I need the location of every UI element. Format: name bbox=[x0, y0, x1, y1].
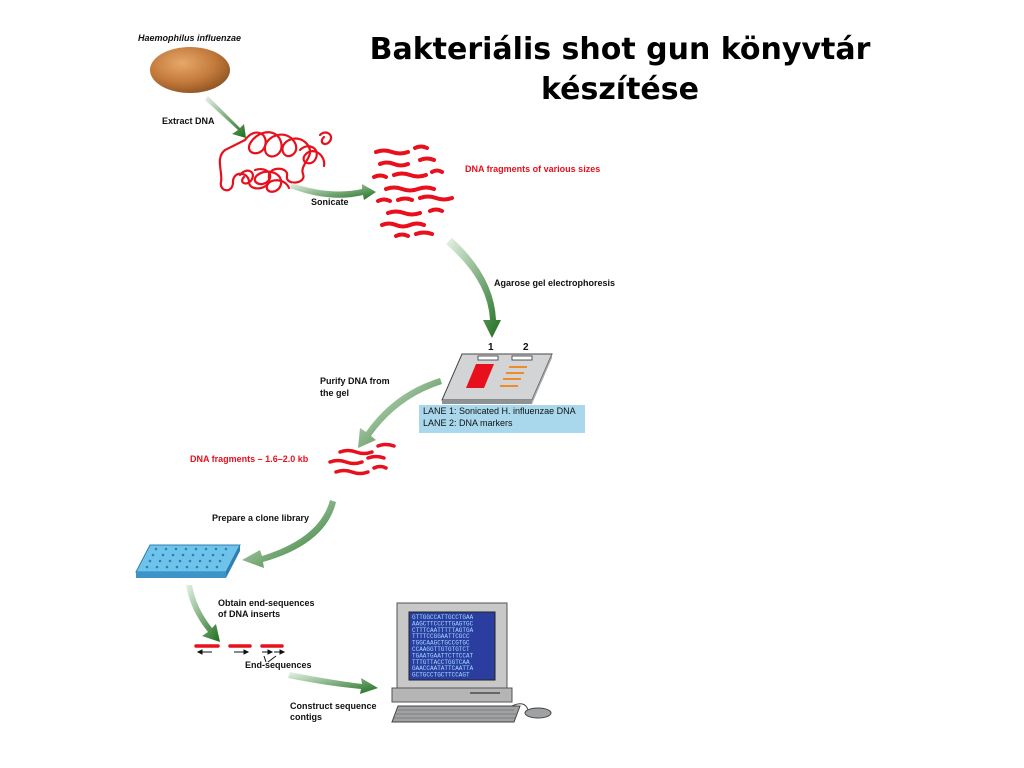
agarose-gel bbox=[441, 353, 553, 404]
title-line-2: készítése bbox=[541, 72, 699, 107]
screen-sequence-line: TTTTCCGGAATTCGCC bbox=[412, 633, 470, 640]
lane-2-legend: LANE 2: DNA markers bbox=[423, 418, 513, 428]
computer-icon bbox=[391, 602, 552, 723]
lane-number-1: 1 bbox=[488, 342, 494, 353]
screen-sequence-line: GAACCAATATTCAATTA bbox=[412, 665, 474, 672]
arrows bbox=[186, 96, 501, 694]
slide-title: Bakteriális shot gun könyvtár készítése bbox=[340, 30, 900, 110]
screen-sequence-line: GCTGCCTGCTTCCAGT bbox=[412, 672, 470, 679]
screen-sequence-text: GTTGGCCATTGCCTGAAAAGCTTCCCTTGAGTGCCTTTCA… bbox=[412, 614, 474, 679]
screen-sequence-line: TTTGTTACCTGGTCAA bbox=[412, 659, 470, 666]
arrow-purify bbox=[358, 378, 442, 448]
dna-fragments-sized bbox=[328, 442, 396, 476]
lane-1-legend: LANE 1: Sonicated H. influenzae DNA bbox=[423, 406, 576, 416]
lane-legend: LANE 1: Sonicated H. influenzae DNA LANE… bbox=[419, 405, 585, 433]
end-sequence-inserts bbox=[194, 644, 286, 663]
fragments-various-label: DNA fragments of various sizes bbox=[465, 164, 601, 174]
arrow-prepare bbox=[242, 500, 336, 568]
construct-label-line-2: contigs bbox=[290, 712, 323, 722]
organism-label: Haemophilus influenzae bbox=[138, 33, 242, 43]
clone-library-plate bbox=[135, 544, 241, 578]
extract-dna-label: Extract DNA bbox=[162, 116, 215, 126]
bacterium-cell bbox=[150, 47, 230, 93]
arrow-obtain bbox=[186, 585, 220, 642]
screen-sequence-line: TGGCAAGCTGCCGTGC bbox=[412, 640, 470, 647]
agarose-label: Agarose gel electrophoresis bbox=[494, 278, 616, 288]
obtain-label-line-2: of DNA inserts bbox=[218, 609, 281, 619]
screen-sequence-line: AAGCTTCCCTTGAGTGC bbox=[412, 620, 474, 627]
title-line-1: Bakteriális shot gun könyvtár bbox=[369, 32, 871, 67]
screen-sequence-line: TGAATGAATTCTTCCAT bbox=[412, 652, 474, 659]
screen-sequence-line: GTTGGCCATTGCCTGAA bbox=[412, 614, 474, 621]
arrow-sonicate bbox=[290, 183, 376, 200]
arrow-extract bbox=[205, 96, 246, 138]
screen-sequence-line: CCAAGGTTGTGTGTCT bbox=[412, 646, 470, 653]
purify-label-line-1: Purify DNA from bbox=[320, 376, 390, 386]
sonicate-label: Sonicate bbox=[311, 197, 349, 207]
end-sequences-label: End-sequences bbox=[245, 660, 312, 670]
arrow-construct bbox=[288, 672, 378, 694]
lane-number-2: 2 bbox=[523, 342, 529, 353]
arrow-agarose bbox=[446, 238, 501, 338]
fragments-size-label: DNA fragments – 1.6–2.0 kb bbox=[190, 454, 309, 464]
construct-label-line-1: Construct sequence bbox=[290, 701, 377, 711]
screen-sequence-line: CTTTCAATTTTTAGTGA bbox=[412, 627, 474, 634]
prepare-library-label: Prepare a clone library bbox=[212, 513, 310, 523]
purify-label-line-2: the gel bbox=[320, 388, 350, 398]
obtain-label-line-1: Obtain end-sequences bbox=[218, 598, 315, 608]
tangled-dna bbox=[218, 131, 333, 193]
dna-fragments-various bbox=[372, 144, 454, 238]
